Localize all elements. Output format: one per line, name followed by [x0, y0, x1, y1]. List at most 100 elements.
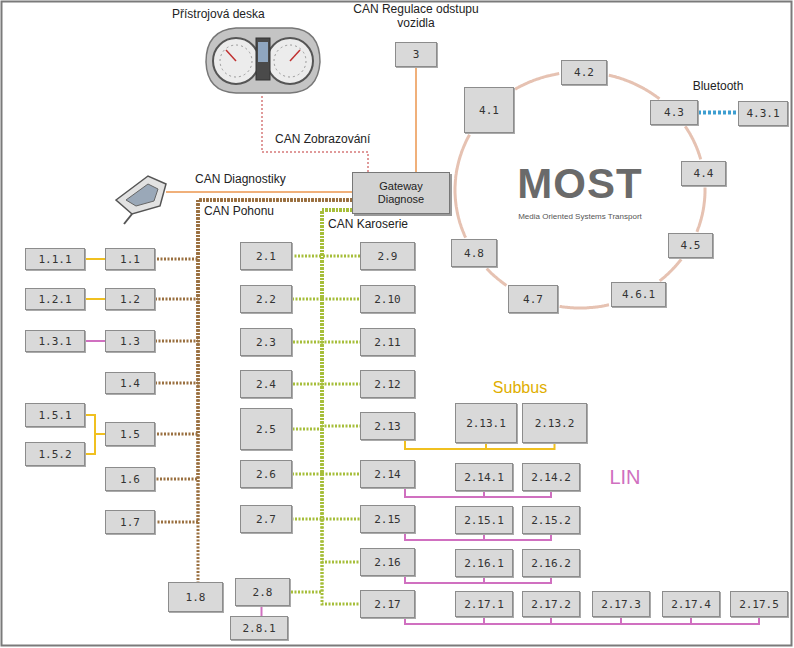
- control-unit-box: 2.6: [240, 460, 292, 488]
- unit-number: 1.2.1: [38, 293, 71, 306]
- unit-number: 2.15.2: [531, 514, 571, 527]
- unit-number: 2.12: [374, 378, 401, 391]
- lin-line: [261, 606, 263, 616]
- bus-label: CAN Karoserie: [328, 218, 408, 232]
- unit-number: 1.5: [120, 428, 140, 441]
- unit-number: Gateway Diagnose: [369, 180, 433, 206]
- most-ring-link: [685, 126, 701, 159]
- unit-number: 4.4: [694, 167, 714, 180]
- control-unit-box: 2.17: [360, 590, 415, 618]
- control-unit-box: 2.1: [240, 242, 292, 270]
- control-unit-box: 1.3: [105, 330, 155, 352]
- unit-number: 2.17.1: [464, 598, 504, 611]
- bus-label: Přístrojová deska: [172, 8, 265, 22]
- unit-number: 2.13: [374, 420, 401, 433]
- most-ring-link: [609, 75, 660, 99]
- control-unit-box: 1.2.1: [25, 288, 85, 310]
- diagnostic-can-line: [166, 191, 352, 193]
- unit-number: 2.8.1: [242, 622, 275, 635]
- control-unit-box: 2.16.2: [522, 549, 580, 577]
- control-unit-box: 1.1.1: [25, 248, 85, 270]
- body-can-line: [322, 210, 360, 384]
- lin-line: [85, 340, 105, 342]
- unit-number: 2.17.4: [671, 598, 711, 611]
- unit-number: 2.14.1: [464, 471, 504, 484]
- lin-line: [405, 533, 484, 540]
- bus-label: Bluetooth: [693, 80, 744, 94]
- control-unit-box: 4.3.1: [738, 101, 788, 126]
- unit-number: 2.10: [374, 293, 401, 306]
- control-unit-box: 2.7: [240, 505, 292, 533]
- control-unit-box: 1.4: [105, 372, 155, 394]
- body-can-line: [322, 210, 360, 426]
- unit-number: 1.5.1: [38, 409, 71, 422]
- bus-label: LIN: [609, 466, 640, 489]
- unit-number: 2.7: [256, 513, 276, 526]
- most-ring-link: [515, 74, 559, 90]
- unit-number: 4.5: [681, 239, 701, 252]
- control-unit-box: 2.2: [240, 285, 292, 313]
- unit-number: 2.15.1: [464, 514, 504, 527]
- most-ring-link: [660, 259, 682, 281]
- unit-number: 2.17.5: [739, 598, 779, 611]
- bus-label: Subbus: [493, 379, 547, 397]
- control-unit-box: 2.3: [240, 328, 292, 356]
- unit-number: 2.6: [256, 468, 276, 481]
- control-unit-box: 2.17.1: [455, 591, 513, 617]
- unit-number: 4.3.1: [746, 107, 779, 120]
- unit-number: 2.14: [374, 468, 401, 481]
- unit-number: 2.2: [256, 293, 276, 306]
- unit-number: 1.2: [120, 293, 140, 306]
- control-unit-box: 1.8: [168, 582, 223, 612]
- bus-label: CAN Pohonu: [204, 205, 274, 219]
- lin-line: [405, 617, 551, 624]
- bus-label: Media Oriented Systems Transport: [518, 212, 642, 221]
- control-unit-box: 2.17.4: [662, 591, 720, 617]
- control-unit-box: 2.8: [235, 578, 290, 606]
- subbus-line: [85, 415, 105, 434]
- powertrain-can-line: [198, 200, 352, 582]
- unit-number: 2.9: [378, 250, 398, 263]
- control-unit-box: 2.15.2: [522, 506, 580, 534]
- control-unit-box: 2.11: [360, 328, 415, 356]
- unit-number: 2.8: [253, 586, 273, 599]
- lin-line: [405, 617, 691, 624]
- diagnostic-tester-picture: [116, 176, 166, 224]
- unit-number: 1.6: [120, 473, 140, 486]
- control-unit-box: 4.1: [464, 87, 514, 133]
- control-unit-box: 3: [395, 42, 437, 67]
- unit-number: 1.4: [120, 377, 140, 390]
- unit-number: 1.1.1: [38, 253, 71, 266]
- control-unit-box: 2.16.1: [455, 549, 513, 577]
- unit-number: 2.17.3: [601, 598, 641, 611]
- most-ring-link: [455, 135, 470, 238]
- lin-line: [405, 617, 621, 624]
- unit-number: 1.3.1: [38, 335, 71, 348]
- control-unit-box: 1.3.1: [25, 330, 85, 352]
- control-unit-box: 2.5: [240, 408, 292, 450]
- unit-number: 2.13.2: [535, 417, 575, 430]
- unit-number: 2.3: [256, 336, 276, 349]
- control-unit-box: 4.2: [561, 60, 607, 85]
- unit-number: 1.3: [120, 335, 140, 348]
- unit-number: 2.16.1: [464, 557, 504, 570]
- lin-line: [405, 533, 551, 540]
- unit-number: 4.8: [464, 247, 484, 260]
- unit-number: 2.17.2: [531, 598, 571, 611]
- control-unit-box: 2.9: [360, 242, 415, 270]
- bluetooth-link: [698, 111, 738, 115]
- subbus-line: [85, 298, 105, 300]
- unit-number: 2.13.1: [466, 417, 506, 430]
- control-unit-box: 2.17.2: [522, 591, 580, 617]
- control-unit-box: 2.4: [240, 370, 292, 398]
- bus-label: CAN Diagnostiky: [195, 173, 286, 187]
- instrument-panel-picture: [206, 28, 320, 93]
- unit-number: 2.1: [256, 250, 276, 263]
- control-unit-box: 2.17.5: [730, 591, 788, 617]
- lin-line: [405, 617, 759, 624]
- gateway-box: Gateway Diagnose: [352, 172, 450, 214]
- control-unit-box: 2.13.1: [455, 403, 517, 443]
- control-unit-box: 2.15.1: [455, 506, 513, 534]
- powertrain-can-line: [155, 200, 352, 341]
